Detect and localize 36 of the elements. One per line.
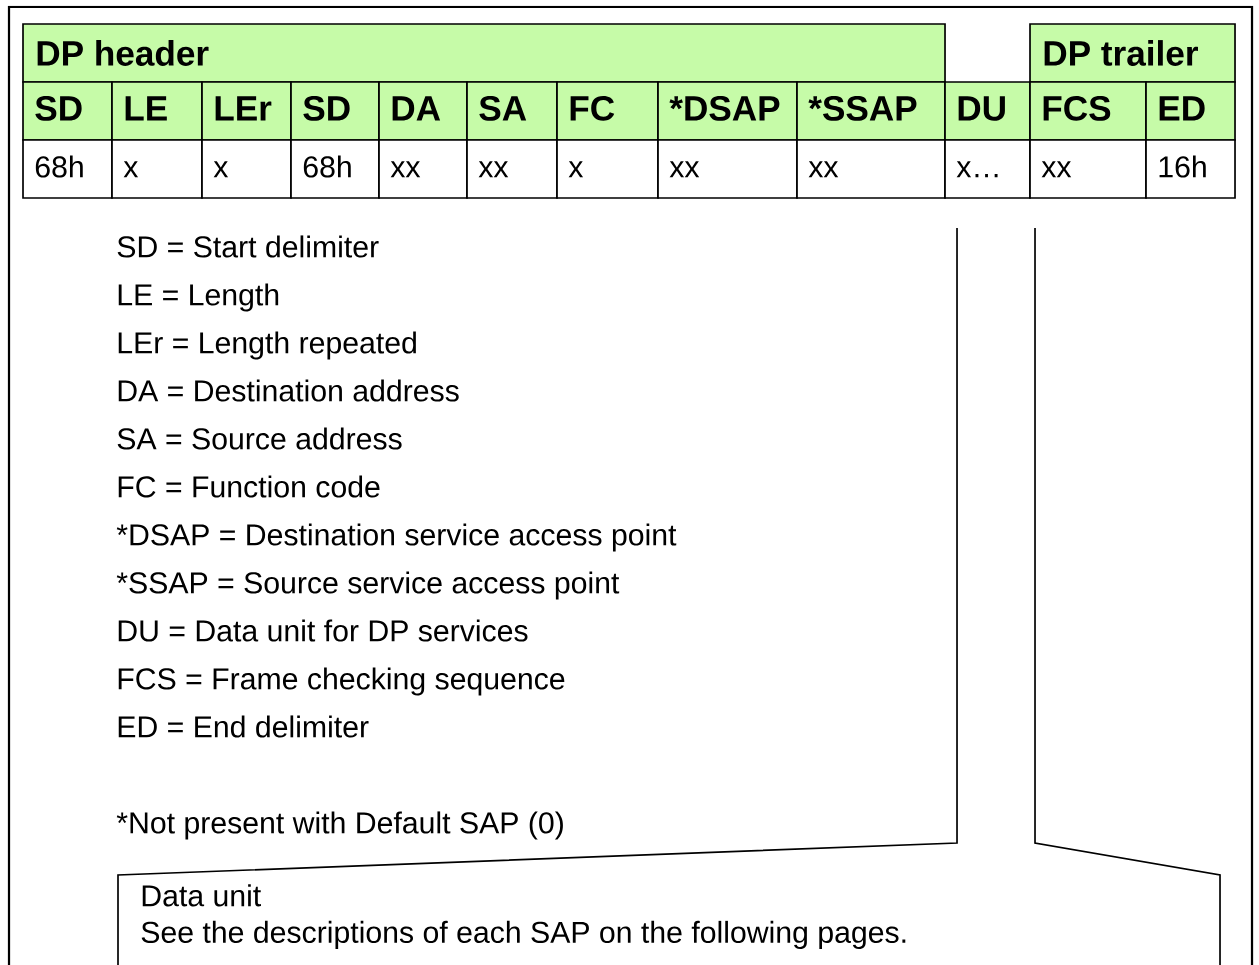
table-cell: LEr xyxy=(201,81,292,141)
key-entry: FC = Function code xyxy=(118,475,380,498)
table-cell: xx xyxy=(1029,139,1147,199)
key-entry: ED = End delimiter xyxy=(118,715,369,738)
table-cell: 16h xyxy=(1145,139,1236,199)
table-cell: 68h xyxy=(22,139,113,199)
key-entry: FCS = Frame checking sequence xyxy=(118,667,565,696)
key-entry: DA = Destination address xyxy=(118,379,459,402)
key-entry: SD = Start delimiter xyxy=(117,235,379,258)
table-cell: 68h xyxy=(290,139,380,199)
table-cell: x… xyxy=(944,139,1031,199)
table-cell: xx xyxy=(657,139,798,199)
table-cell: FC xyxy=(556,81,659,141)
table-cell: *DSAP xyxy=(657,81,798,141)
table-cell: *SSAP xyxy=(796,81,946,141)
footnote: *Not present with Default SAP (0) xyxy=(116,811,563,840)
table-cell: SD xyxy=(22,81,113,141)
table-cell: x xyxy=(201,139,292,199)
table-cell: xx xyxy=(466,139,558,199)
key-entry: SA = Source address xyxy=(117,427,402,450)
table-cell: ED xyxy=(1145,81,1236,141)
key-entry: DU = Data unit for DP services xyxy=(118,619,528,642)
key-entry: LEr = Length repeated xyxy=(118,331,416,360)
table-cell: DA xyxy=(378,81,468,141)
table-cell: DU xyxy=(944,81,1031,141)
table-cell: LE xyxy=(111,81,203,141)
table-cell: SA xyxy=(466,81,558,141)
key-entry: *DSAP = Destination service access point xyxy=(116,523,677,552)
table-cell: x xyxy=(556,139,659,199)
table-cell: x xyxy=(111,139,203,199)
table-cell: xx xyxy=(378,139,468,199)
table-cell: FCS xyxy=(1029,81,1147,141)
key-entry: LE = Length xyxy=(118,283,279,312)
table-cell: SD xyxy=(290,81,380,141)
table-cell: xx xyxy=(796,139,946,199)
key-entry: *SSAP = Source service access point xyxy=(116,571,620,600)
